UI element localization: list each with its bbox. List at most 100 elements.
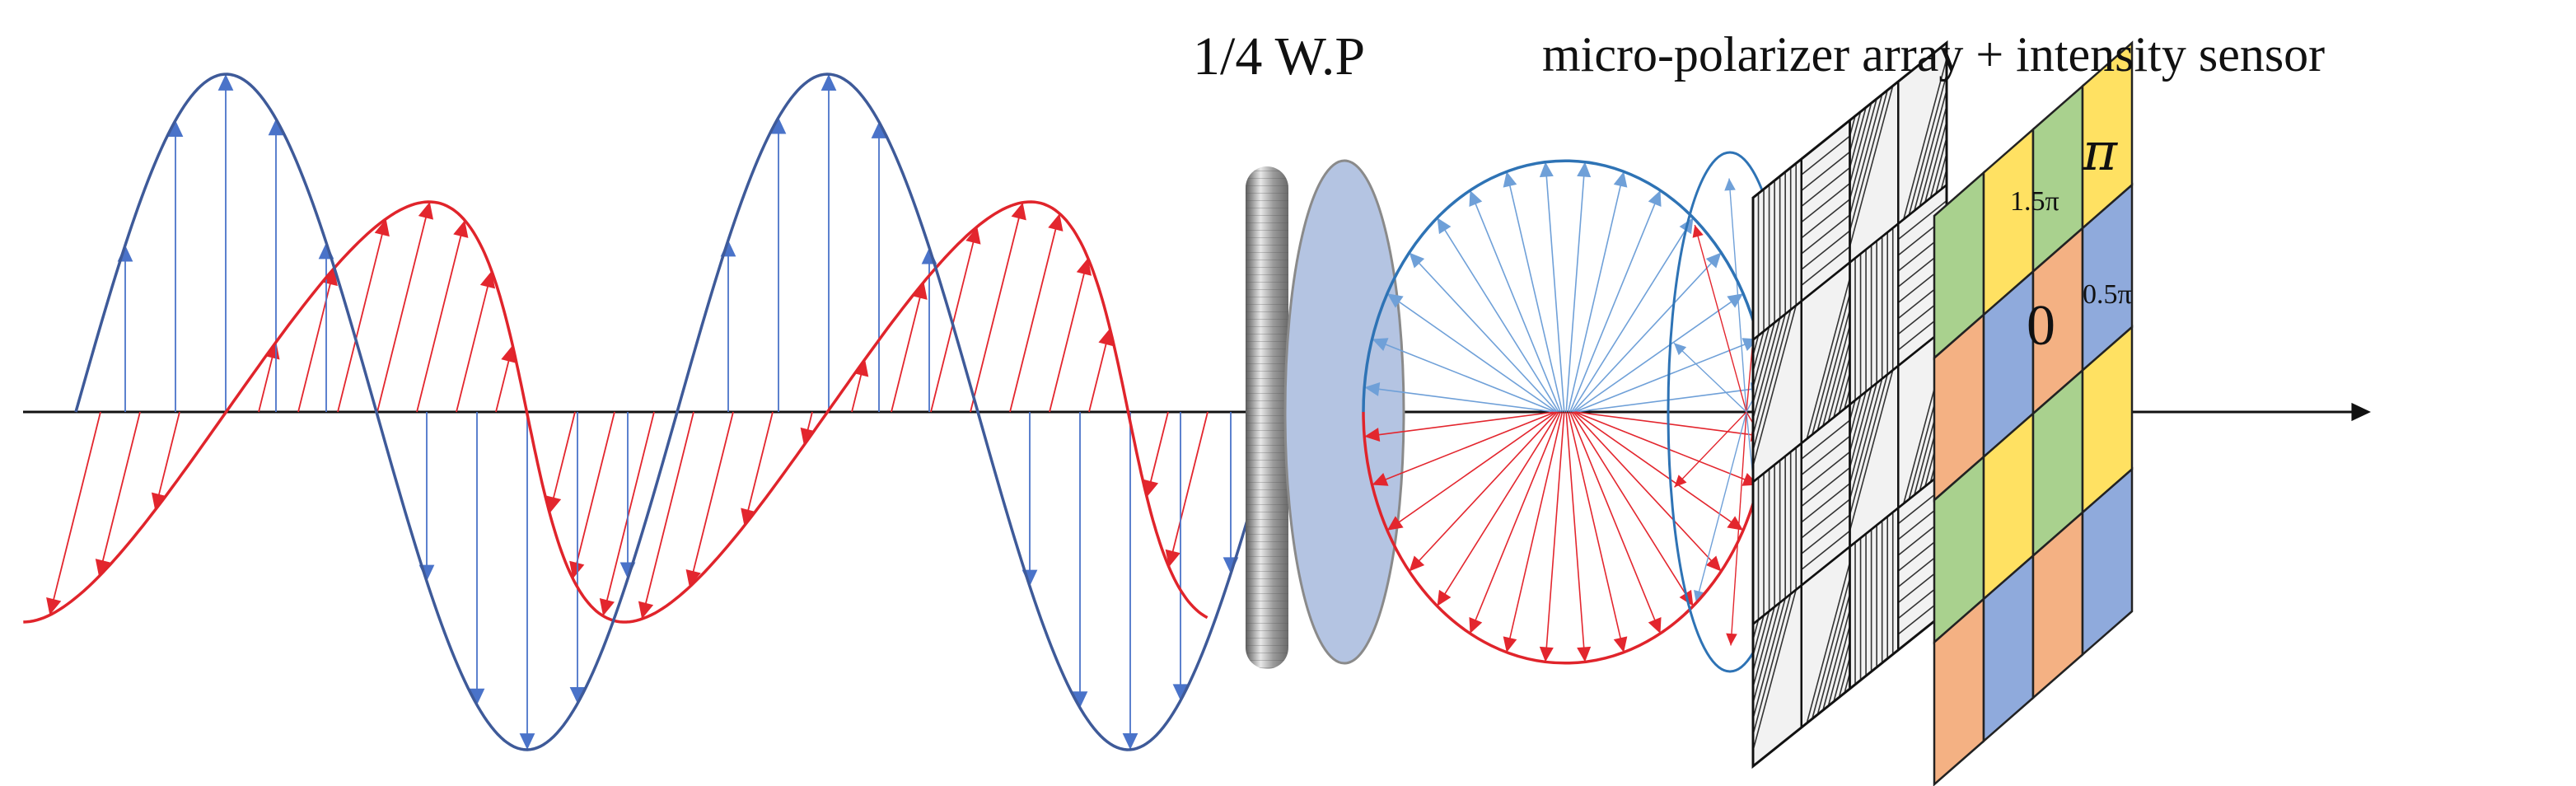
narrow-ellipse-vector [1673,342,1747,413]
ellipse-blue-vector [1506,171,1564,413]
blue-field-vectors [117,74,1239,750]
red-vector [1049,257,1089,413]
red-vector [930,226,979,413]
ellipse-blue-vector-head [1364,381,1381,396]
ellipse-blue-vector-head [1409,252,1425,269]
phase-0-5pi-label: 0.5π [2083,279,2132,310]
red-vector [688,411,734,587]
ellipse-red-vector-head [1437,589,1452,606]
ellipse-blue-vector-head [1577,161,1592,178]
ellipse-blue-vector-head [1613,171,1628,188]
ellipse-blue-vector [1569,189,1662,413]
waveplate-label: 1/4 W.P [1193,26,1365,87]
phase-1-5pi-label: 1.5π [2010,186,2059,217]
red-vector [572,411,615,579]
blue-vector-head [1072,691,1088,709]
ellipse-blue-vector [1364,386,1555,413]
red-vector [549,411,576,514]
ellipse-red-vector [1436,411,1559,607]
blue-vector-head [871,121,887,138]
red-vector-head [1048,213,1064,232]
red-vector-head [1011,202,1026,221]
ellipse-red-vector [1545,411,1565,662]
red-vector [416,220,466,413]
ellipse-red-vector [1372,411,1556,486]
polarizer-cell [1751,441,1802,627]
ellipse-blue-vector [1436,217,1559,413]
ellipse-red-vector-head [1705,555,1722,572]
ellipse-red-vector [1565,411,1586,662]
red-vector-head [912,282,928,300]
red-field-vectors [46,201,1209,620]
ellipse-red-vector-head [1386,516,1404,531]
red-wave-curve [23,200,1209,624]
ellipse-blue-vector [1572,251,1722,413]
red-vector [1009,213,1061,413]
ellipse-red-vector-head [1469,617,1483,634]
phase-0-label: 0 [2027,294,2055,358]
ellipse-blue-vector [1575,386,1766,413]
red-vector-head [741,508,756,526]
circular-polarization-vectors [1364,161,1787,662]
ellipse-blue-vector [1372,338,1556,413]
ellipse-blue-vector [1409,251,1559,413]
narrow-ellipse-vector [1674,411,1747,488]
red-vector [297,268,335,413]
ellipse-red-vector [1569,411,1662,634]
red-vector [970,202,1024,413]
ellipse-blue-vector-head [1727,293,1744,308]
sensor-label: micro-polarizer array + intensity sensor [1542,27,2325,82]
intensity-sensor-array [1933,40,2134,786]
ellipse-blue-vector-head [1503,171,1517,188]
narrow-ellipse-vector [1730,411,1747,646]
narrow-ellipse-vector [1728,178,1747,413]
polarizer-cell [1751,582,1802,769]
red-vector-head [853,358,869,377]
blue-vector-head [167,120,184,138]
ellipse-red-vector [1575,411,1766,437]
red-vector-head [264,341,280,360]
red-vector [743,411,774,526]
ellipse-blue-vector [1565,161,1586,413]
ellipse-red-vector [1506,411,1564,653]
red-vector [154,411,180,511]
red-vector-head [599,598,615,616]
ellipse-red-vector [1469,411,1561,634]
red-vector-head [965,227,981,245]
blue-vector-head [217,74,234,91]
polarizer-cell [1849,79,1900,265]
red-vector [456,270,493,413]
ellipse-blue-vector [1574,338,1759,413]
ellipse-red-vector [1386,411,1557,531]
ellipse-red-vector-head [1727,516,1744,531]
blue-wave-curve [74,73,1260,751]
ellipse-blue-vector-head [1539,161,1554,178]
ellipse-blue-vector-head [1437,218,1452,235]
red-vector [98,411,141,577]
red-vector-head [479,270,496,289]
blue-vector-head [569,686,586,704]
ellipse-red-vector [1574,411,1759,486]
narrow-ellipse-vector-head [1692,225,1704,238]
waveplate-knurl [1246,166,1288,669]
narrow-ellipse-vector [1695,411,1747,603]
narrow-ellipse-vector-head [1694,589,1705,603]
blue-vector-head [770,117,787,134]
red-vector-head [453,220,469,238]
ellipse-blue-vector-head [1648,190,1662,207]
ellipse-red-vector-head [1577,646,1592,662]
red-vector-head [418,202,434,220]
red-vector [891,282,925,413]
ellipse-red-vector [1409,411,1559,573]
ellipse-red-vector [1364,411,1555,437]
ellipse-red-vector-head [1364,428,1381,442]
blue-vector-head [1122,732,1138,750]
polarizer-cell [1800,118,1851,304]
narrow-ellipse-vector [1694,224,1747,413]
ellipse-upper [1362,159,1769,413]
red-vector [1168,411,1209,568]
ellipse-blue-vector [1573,292,1744,413]
red-vector [602,411,655,616]
phase-pi-label: π [2082,122,2118,183]
